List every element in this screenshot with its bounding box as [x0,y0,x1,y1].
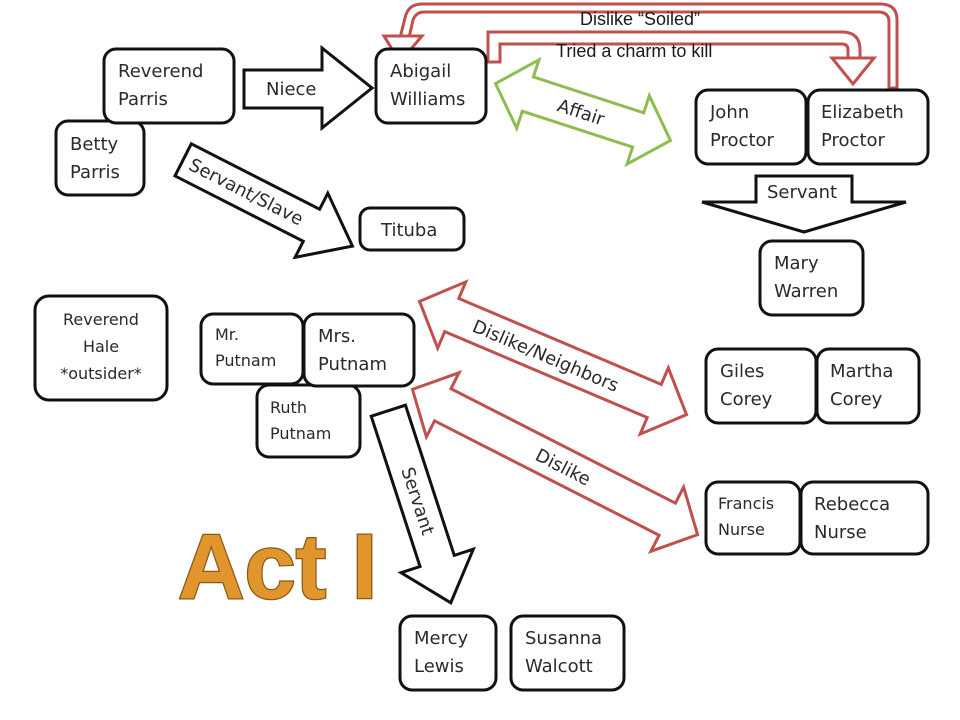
svg-text:John: John [709,102,749,123]
servant-proctor-label: Servant [767,182,837,203]
node-mrs-putnam: Mrs. Putnam [302,312,416,388]
svg-text:Warren: Warren [774,281,838,302]
svg-text:Walcott: Walcott [525,656,593,677]
tried-charm-arrowhead [828,56,878,87]
svg-text:*outsider*: *outsider* [60,364,142,383]
svg-text:Elizabeth: Elizabeth [821,102,904,123]
servant-slave-arrow: Servant/Slave [172,141,355,260]
node-john-proctor: John Proctor [694,88,808,166]
svg-text:Putnam: Putnam [215,351,276,370]
svg-text:Proctor: Proctor [821,130,886,151]
niece-arrow [242,44,375,132]
svg-text:Hale: Hale [83,337,119,356]
svg-text:Corey: Corey [830,389,883,410]
svg-text:Mary: Mary [774,253,819,274]
svg-text:Parris: Parris [70,162,120,183]
niece-label: Niece [266,79,317,100]
dislike-soiled-label: Dislike “Soiled” [580,9,700,29]
node-giles-corey: Giles Corey [704,347,818,425]
svg-text:Reverend: Reverend [63,310,139,329]
svg-text:Susanna: Susanna [525,628,602,649]
svg-text:Ruth: Ruth [270,398,307,417]
svg-text:Nurse: Nurse [814,522,867,543]
node-elizabeth-proctor: Elizabeth Proctor [806,88,930,166]
svg-text:Corey: Corey [720,389,773,410]
svg-text:Mrs.: Mrs. [318,326,356,347]
svg-text:Lewis: Lewis [414,656,464,677]
node-ruth-putnam: Ruth Putnam [255,383,362,459]
node-mr-putnam: Mr. Putnam [199,312,305,386]
node-abigail-williams: Abigail Williams [374,47,488,125]
node-martha-corey: Martha Corey [815,347,921,425]
node-reverend-parris: Reverend Parris [102,47,236,125]
svg-text:Abigail: Abigail [390,61,451,82]
node-mary-warren: Mary Warren [758,239,865,317]
svg-text:Putnam: Putnam [318,354,387,375]
node-susanna-walcott: Susanna Walcott [509,614,626,692]
svg-text:Williams: Williams [390,89,465,110]
svg-text:Putnam: Putnam [270,424,331,443]
svg-text:Martha: Martha [830,361,893,382]
node-francis-nurse: Francis Nurse [704,480,802,556]
act-title: Act I [178,516,377,618]
svg-text:Proctor: Proctor [710,130,775,151]
node-mercy-lewis: Mercy Lewis [398,614,498,692]
svg-text:Betty: Betty [70,134,119,155]
svg-text:Giles: Giles [720,361,764,382]
svg-text:Francis: Francis [718,494,774,513]
svg-text:Mercy: Mercy [414,628,469,649]
servant-proctor-arrow [701,174,907,234]
svg-text:Nurse: Nurse [718,520,765,539]
node-tituba: Tituba [358,206,466,252]
svg-text:Tituba: Tituba [380,220,437,241]
node-reverend-hale: Reverend Hale *outsider* [33,294,169,402]
svg-text:Reverend: Reverend [118,61,203,82]
svg-text:Rebecca: Rebecca [814,494,890,515]
node-rebecca-nurse: Rebecca Nurse [799,480,930,556]
svg-text:Mr.: Mr. [215,325,239,344]
tried-charm-label: Tried a charm to kill [556,41,712,61]
affair-arrow: Affair [493,56,673,168]
node-betty-parris: Betty Parris [54,119,146,197]
svg-text:Parris: Parris [118,89,168,110]
